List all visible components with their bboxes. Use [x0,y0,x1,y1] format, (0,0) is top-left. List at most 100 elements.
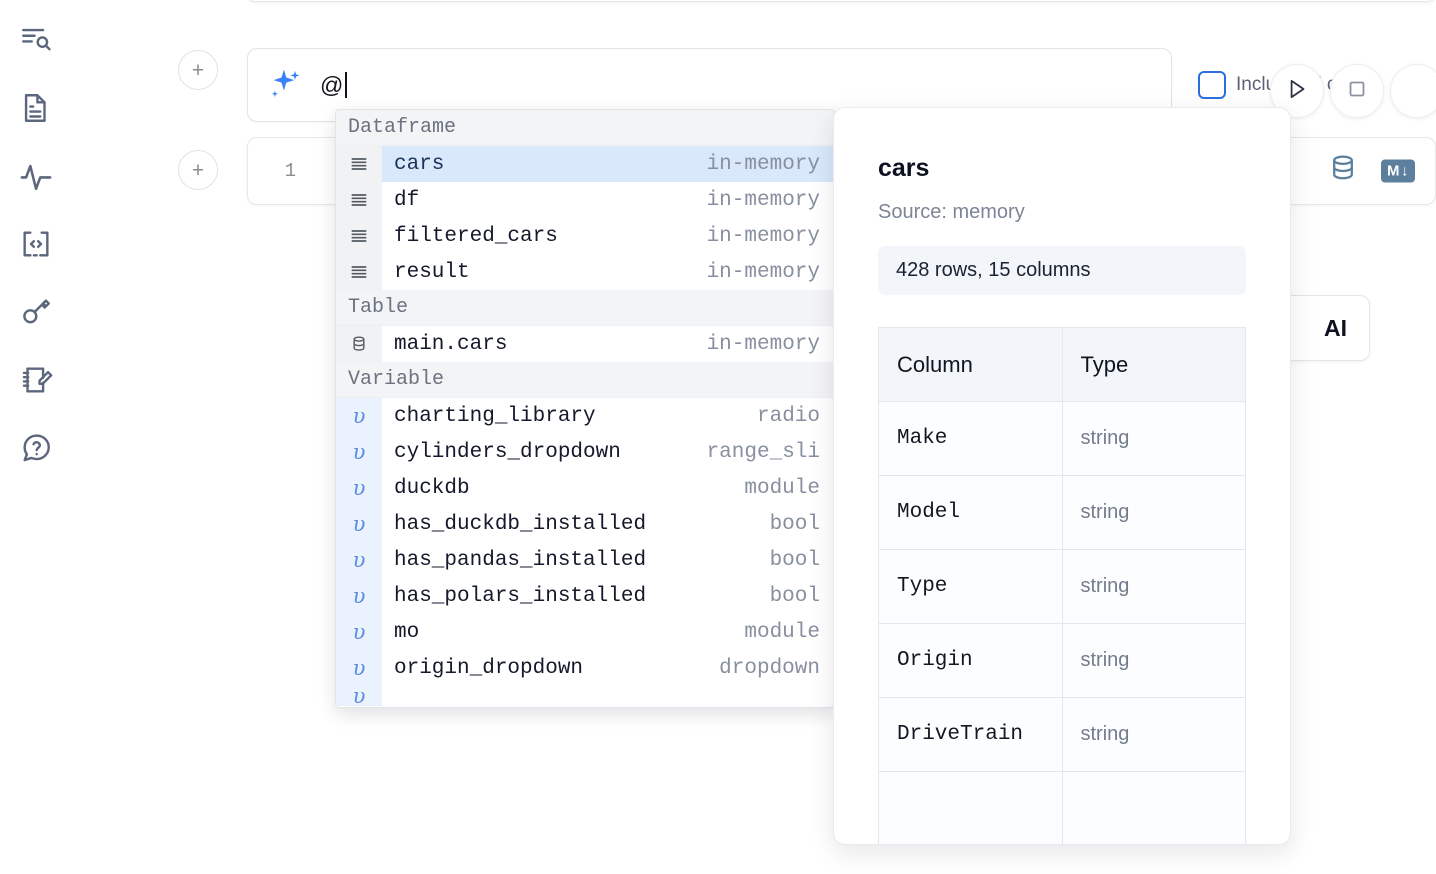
add-cell-above-button[interactable]: + [178,50,218,90]
cell-column-name [878,771,1063,844]
table-row-clipped [878,771,1246,844]
notebook-pencil-icon [19,363,53,397]
list-rows-icon [336,182,382,218]
preview-title: cars [878,154,930,182]
stop-cell-button[interactable] [1330,64,1384,118]
cell-column-type: string [1061,401,1246,476]
variable-icon: υ [336,542,382,578]
preview-schema-table: Column Type Make string Model string Typ… [878,327,1246,844]
cell-column-type [1061,771,1246,844]
autocomplete-item-name: charting_library [394,404,596,428]
sidebar-rail [0,0,72,874]
autocomplete-item-has-duckdb-installed[interactable]: υ has_duckdb_installed bool [336,506,834,542]
code-brackets-icon [19,227,53,261]
cell-column-name: Make [878,401,1063,476]
include-all-code-checkbox[interactable] [1198,71,1226,99]
chat-question-icon [19,431,53,465]
autocomplete-item-name: cylinders_dropdown [394,440,621,464]
autocomplete-item-meta: module [744,620,820,644]
autocomplete-item-has-pandas-installed[interactable]: υ has_pandas_installed bool [336,542,834,578]
autocomplete-item-df[interactable]: df in-memory [336,182,834,218]
variable-icon: υ [336,470,382,506]
add-cell-below-button[interactable]: + [178,150,218,190]
autocomplete-group-title: Table [336,290,834,326]
autocomplete-item-meta: in-memory [706,260,820,284]
line-number: 1 [284,160,296,182]
autocomplete-item-name: result [394,260,470,284]
autocomplete-item-has-polars-installed[interactable]: υ has_polars_installed bool [336,578,834,614]
autocomplete-item-clipped[interactable]: υ [336,686,834,706]
autocomplete-item-origin-dropdown[interactable]: υ origin_dropdown dropdown [336,650,834,686]
list-rows-icon [336,254,382,290]
table-header-row: Column Type [878,327,1246,402]
autocomplete-item-result[interactable]: result in-memory [336,254,834,290]
autocomplete-item-meta: bool [769,512,820,536]
autocomplete-group-title: Variable [336,362,834,398]
autocomplete-item-name: duckdb [394,476,470,500]
variable-icon: υ [336,506,382,542]
play-icon [1284,76,1310,107]
preview-source: Source: memory [878,201,1025,223]
autocomplete-item-charting-library[interactable]: υ charting_library radio [336,398,834,434]
cell-column-type: string [1061,549,1246,624]
database-icon [336,326,382,362]
markdown-badge[interactable]: M ↓ [1381,159,1415,183]
variable-icon: υ [336,434,382,470]
autocomplete-item-cars[interactable]: cars in-memory [336,146,834,182]
autocomplete-item-name: has_duckdb_installed [394,512,647,536]
database-icon[interactable] [1327,153,1359,190]
search-list-icon [19,23,53,57]
autocomplete-item-meta: module [744,476,820,500]
sidebar-item-secrets[interactable] [14,290,58,334]
sidebar-item-dependencies[interactable] [14,154,58,198]
column-header-column: Column [878,327,1063,402]
autocomplete-item-name: main.cars [394,332,508,356]
autocomplete-item-duckdb[interactable]: υ duckdb module [336,470,834,506]
text-caret [344,72,347,98]
sidebar-item-snippets[interactable] [14,222,58,266]
autocomplete-item-meta: in-memory [706,224,820,248]
variable-icon: υ [336,398,382,434]
mention-autocomplete-dropdown[interactable]: Dataframe cars in-memory df in-memory [335,109,835,708]
autocomplete-item-name: has_polars_installed [394,584,647,608]
cell-column-type: string [1061,623,1246,698]
sidebar-item-documentation[interactable] [14,86,58,130]
cell-status-icons: M ↓ [1327,153,1415,190]
key-icon [19,295,53,329]
autocomplete-item-filtered-cars[interactable]: filtered_cars in-memory [336,218,834,254]
markdown-badge-label: M [1387,162,1400,180]
more-actions-button[interactable] [1390,64,1436,118]
ai-prompt-input[interactable]: @ [320,49,1153,121]
activity-pulse-icon [19,159,53,193]
sidebar-item-help-chat[interactable] [14,426,58,470]
ai-prompt-value: @ [320,71,344,98]
autocomplete-item-meta: range_sli [706,440,820,464]
sidebar-item-scratchpad[interactable] [14,358,58,402]
dataframe-preview-panel: cars Source: memory 428 rows, 15 columns… [833,107,1291,845]
sparkle-icon [266,66,304,104]
sidebar-item-search-outline[interactable] [14,18,58,62]
autocomplete-item-name: origin_dropdown [394,656,584,680]
autocomplete-item-meta: in-memory [706,188,820,212]
list-rows-icon [336,218,382,254]
arrow-down-icon: ↓ [1401,162,1409,180]
autocomplete-item-mo[interactable]: υ mo module [336,614,834,650]
cell-above-fragment [247,0,1436,2]
table-row: Origin string [878,623,1246,698]
column-header-type: Type [1061,327,1246,402]
autocomplete-item-cylinders-dropdown[interactable]: υ cylinders_dropdown range_sli [336,434,834,470]
cell-column-type: string [1061,475,1246,550]
prompt-options: Include all code [1172,48,1436,122]
variable-icon: υ [336,614,382,650]
cell-column-name: DriveTrain [878,697,1063,772]
cell-column-name: Model [878,475,1063,550]
list-rows-icon [336,146,382,182]
run-controls [1270,64,1436,118]
variable-icon: υ [336,686,382,706]
autocomplete-item-meta: bool [769,584,820,608]
variable-icon: υ [336,650,382,686]
autocomplete-item-main-cars[interactable]: main.cars in-memory [336,326,834,362]
autocomplete-item-name: has_pandas_installed [394,548,647,572]
stop-square-icon [1345,77,1369,106]
